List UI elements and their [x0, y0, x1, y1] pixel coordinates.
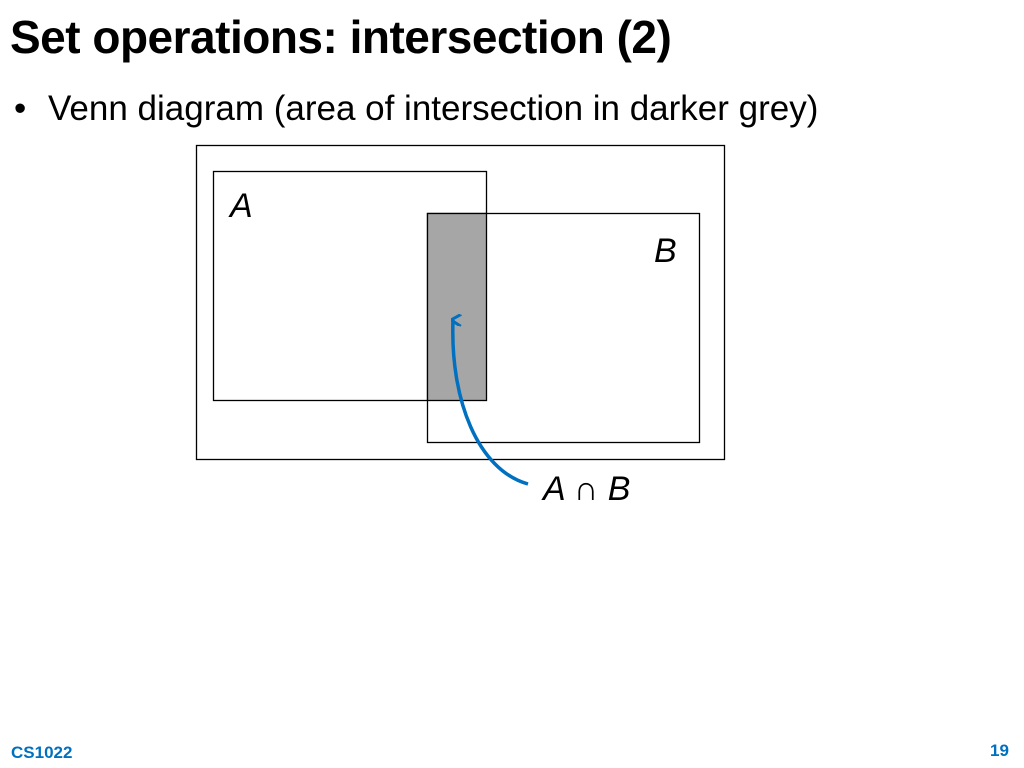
bullet-marker: •: [14, 89, 27, 128]
set-a-label: A: [228, 187, 253, 225]
intersection-label: A ∩ B: [541, 470, 630, 508]
intersection-arrow: [453, 320, 529, 486]
bullet-item: • Venn diagram (area of intersection in d…: [14, 88, 818, 130]
slide-title: Set operations: intersection (2): [10, 11, 672, 63]
set-b-label: B: [654, 232, 677, 270]
footer-course-code: CS1022: [11, 743, 73, 762]
bullet-text: Venn diagram (area of intersection in da…: [48, 89, 819, 128]
page-number: 19: [990, 741, 1009, 760]
intersection-region: [426, 212, 488, 402]
